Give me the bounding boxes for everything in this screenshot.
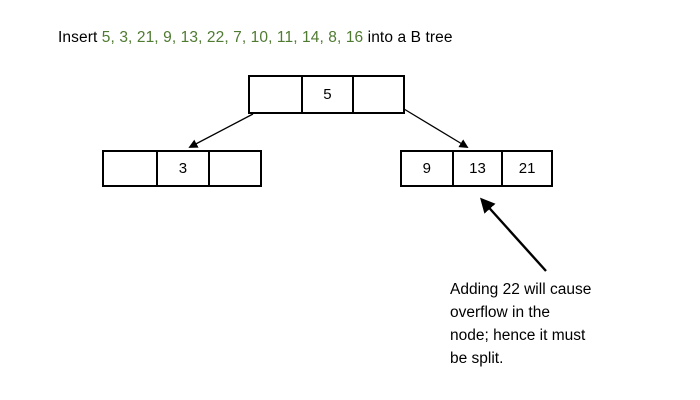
edge-root-to-right-child (403, 108, 469, 148)
diagram-title: Insert 5, 3, 21, 9, 13, 22, 7, 10, 11, 1… (58, 28, 453, 48)
annotation-text: Adding 22 will cause overflow in the nod… (450, 278, 680, 370)
root-node-cell-2 (351, 77, 403, 112)
annotation-line-2: node; hence it must (450, 327, 586, 344)
left-leaf-node-cell-0 (104, 152, 156, 185)
title-key-sequence: 5, 3, 21, 9, 13, 22, 7, 10, 11, 14, 8, 1… (101, 29, 368, 46)
right-leaf-node: 9 13 21 (400, 150, 553, 187)
edge-root-to-left-child (188, 113, 254, 148)
left-leaf-node-cell-2 (207, 152, 260, 185)
left-leaf-node: 3 (102, 150, 262, 187)
root-node: 5 (248, 75, 405, 114)
annotation-line-3: be split. (450, 350, 504, 367)
title-lead-text: Insert (58, 29, 102, 46)
right-leaf-node-cell-0: 9 (422, 160, 431, 177)
title-trail-text: into a B tree (367, 29, 453, 46)
annotation-line-1: overflow in the (450, 304, 550, 321)
right-leaf-node-cell-2: 21 (501, 152, 551, 185)
annotation-callout-arrow (480, 197, 547, 272)
annotation-line-0: Adding 22 will cause (450, 281, 592, 298)
root-node-cell-1: 5 (300, 77, 352, 112)
left-leaf-node-cell-1: 3 (155, 152, 208, 185)
right-leaf-node-cell-1: 13 (451, 152, 502, 185)
root-node-cell-0 (250, 77, 301, 112)
